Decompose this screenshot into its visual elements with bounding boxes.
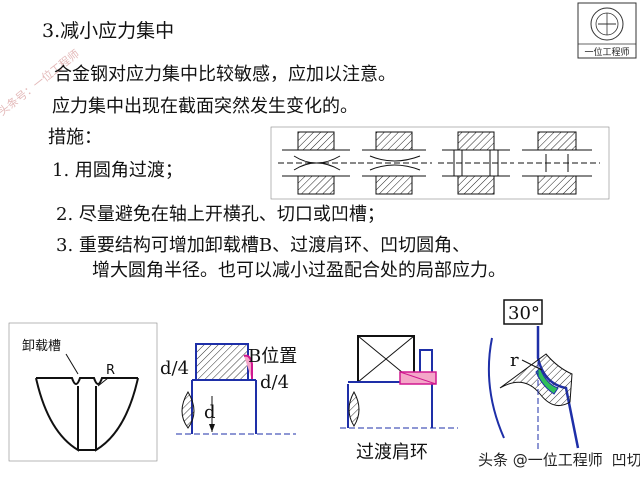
hub-diagram-3 — [438, 131, 514, 195]
unloading-groove-figure: 卸载槽 R — [8, 322, 158, 462]
logo: 一位工程师 — [577, 2, 637, 59]
side-watermark: 头条号：一位工程师 — [0, 46, 82, 118]
measures-label: 措施： — [48, 127, 102, 148]
shoulder-ring-figure: 过渡肩环 — [340, 335, 458, 463]
hub-diagram-4 — [518, 131, 600, 195]
hub-diagram-2 — [358, 131, 432, 195]
footer-caption: 头条 @一位工程师 凹切圆角 — [478, 449, 640, 470]
text-line-2: 应力集中出现在截面突然发生变化的。 — [52, 96, 358, 117]
dim-right-label: d/4 — [260, 372, 289, 393]
measure-item-3-continued: 增大圆角半径。也可以减小过盈配合处的局部应力。 — [92, 260, 506, 281]
dim-top-label: d/4 — [160, 358, 189, 379]
shoulder-ring-caption: 过渡肩环 — [356, 442, 428, 463]
angle-label: 30° — [508, 303, 540, 324]
logo-text: 一位工程师 — [584, 46, 629, 58]
measure-item-1: 1. 用圆角过渡； — [52, 160, 183, 181]
footer-watermark: 头条 @一位工程师 — [478, 451, 603, 469]
dim-d-label: d — [204, 402, 216, 423]
undercut-caption: 凹切圆角 — [611, 451, 640, 469]
measure-item-2: 2. 尽量避免在轴上开横孔、切口或凹槽； — [56, 204, 385, 225]
b-position-figure: d/4 B位置 d/4 d — [160, 343, 297, 435]
stress-flow-diagrams — [270, 126, 610, 200]
text-line-1: 合金钢对应力集中比较敏感，应加以注意。 — [54, 64, 396, 85]
measure-item-3: 3. 重要结构可增加卸载槽B、过渡肩环、凹切圆角、 — [56, 235, 471, 256]
groove-radius-label: R — [106, 363, 115, 378]
radius-r-label: r — [510, 350, 519, 371]
groove-label: 卸载槽 — [22, 338, 61, 354]
hub-diagram-1 — [278, 131, 356, 195]
b-position-label: B位置 — [248, 346, 297, 367]
section-heading: 3.减小应力集中 — [42, 20, 175, 42]
undercut-fillet-figure: 30° r — [487, 299, 580, 450]
